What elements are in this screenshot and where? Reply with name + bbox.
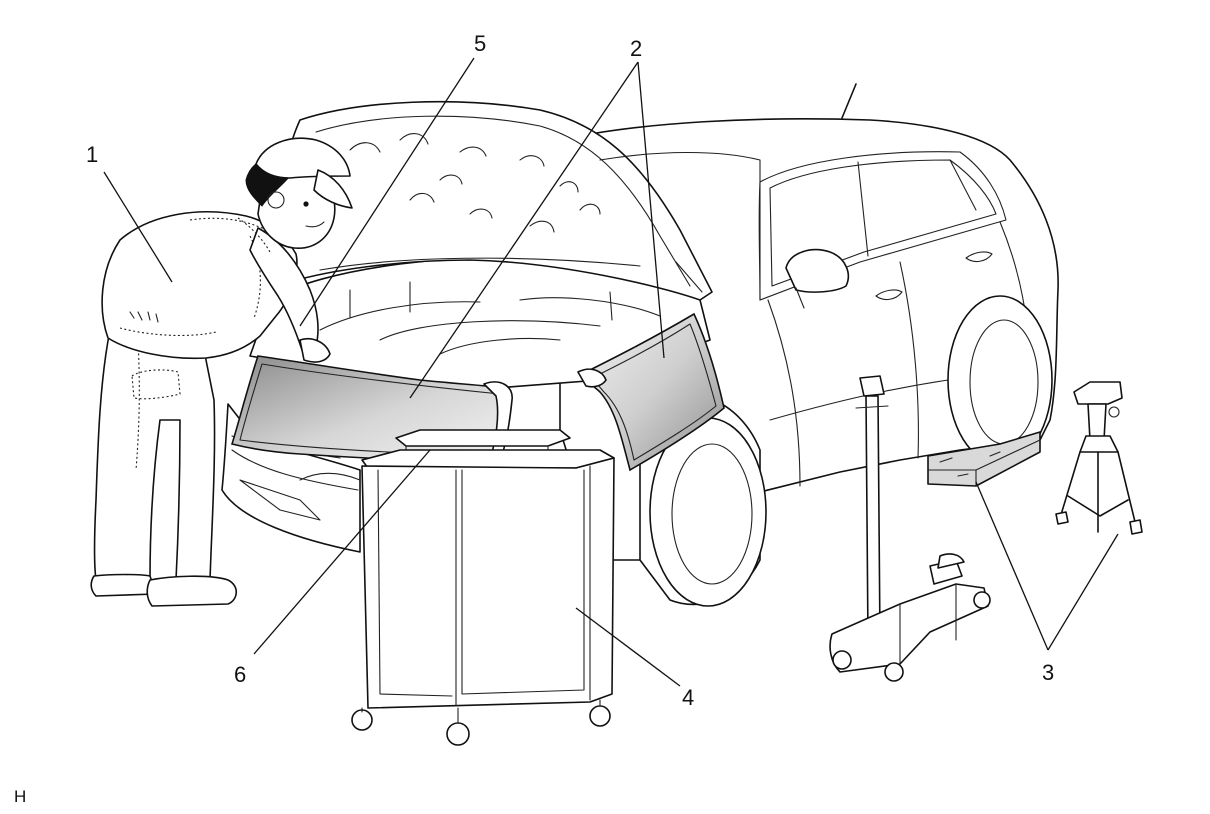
leader-4 [575,607,681,687]
corner-code: H [14,787,26,806]
wheel-chock-icon [927,431,1041,487]
callout-1: 1 [86,142,98,167]
floor-jack-icon [829,375,991,682]
leader-6 [253,449,431,655]
leader-3a [975,481,1049,651]
callout-6: 6 [234,662,246,687]
leader-1 [103,171,173,283]
leader-2a [409,61,639,399]
leader-5 [299,57,475,327]
leader-3b [1047,533,1119,651]
car-icon [221,83,1059,607]
callout-4: 4 [682,685,694,710]
callout-3: 3 [1042,660,1054,685]
parts-cart-icon [351,429,615,746]
jack-stand-icon [1055,381,1143,535]
fender-cover-icon [577,312,725,472]
callout-5: 5 [474,31,486,56]
callout-2: 2 [630,36,642,61]
leader-lines [103,57,1119,687]
callout-labels: 1 2 3 4 5 6 H [14,31,1054,806]
leader-2b [637,61,665,359]
